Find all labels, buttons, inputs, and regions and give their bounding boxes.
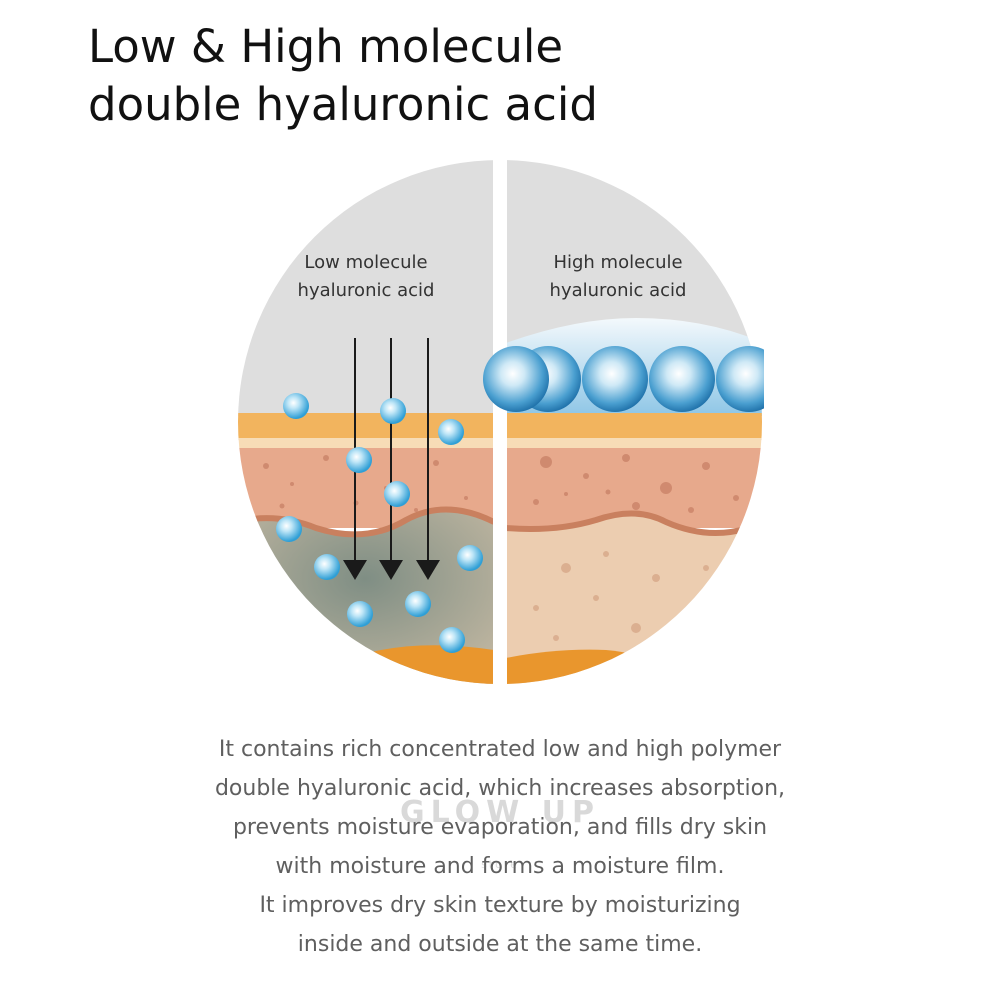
- description-line: with moisture and forms a moisture film.: [275, 854, 725, 879]
- skin-cross-section-diagram: Low molecule hyaluronic acid High molecu…: [236, 158, 782, 690]
- arrow-head: [416, 560, 440, 580]
- right-base-layer: [506, 649, 696, 684]
- low-molecule: [405, 591, 431, 617]
- right-epidermis-dots: [533, 454, 739, 513]
- left-epidermis-dots: [263, 455, 468, 512]
- description-line: inside and outside at the same time.: [297, 932, 703, 957]
- title-line-1: Low & High molecule: [88, 20, 564, 73]
- low-molecule: [380, 398, 406, 424]
- title-line-2: double hyaluronic acid: [88, 78, 598, 131]
- left-dermis-boundary: [238, 506, 496, 538]
- description-line: double hyaluronic acid, which increases …: [214, 776, 786, 801]
- high-molecule-row: [483, 346, 782, 412]
- low-molecule: [457, 545, 483, 571]
- left-label-line-1: Low molecule: [304, 252, 427, 273]
- right-label-line-1: High molecule: [553, 252, 682, 273]
- left-base-layer: [296, 645, 494, 684]
- description-line: prevents moisture evaporation, and fills…: [232, 815, 768, 840]
- low-molecules: [276, 393, 483, 653]
- right-dermis-boundary: [505, 510, 762, 536]
- arrow-head: [343, 560, 367, 580]
- right-stratum-corneum: [506, 413, 762, 440]
- low-molecule: [283, 393, 309, 419]
- arrow-head: [379, 560, 403, 580]
- low-molecule: [384, 481, 410, 507]
- watermark-sub: store: [481, 858, 519, 871]
- low-molecule: [439, 627, 465, 653]
- left-label-line-2: hyaluronic acid: [298, 280, 435, 301]
- watermark-brand: GLOW UP: [399, 795, 601, 830]
- description-paragraph: It contains rich concentrated low and hi…: [100, 730, 900, 964]
- page-title: Low & High molecule double hyaluronic ac…: [88, 18, 598, 134]
- description-line: It contains rich concentrated low and hi…: [218, 737, 782, 762]
- right-half-high-molecule: [505, 160, 762, 684]
- low-molecule: [438, 419, 464, 445]
- low-molecule: [314, 554, 340, 580]
- high-molecule: [582, 346, 648, 412]
- low-molecule: [346, 447, 372, 473]
- low-molecule: [276, 516, 302, 542]
- right-stratum-highlight: [506, 438, 762, 448]
- high-molecule: [649, 346, 715, 412]
- high-molecule: [483, 346, 549, 412]
- left-stratum-highlight: [238, 438, 494, 448]
- center-divider: [493, 158, 507, 686]
- low-molecule: [347, 601, 373, 627]
- right-label-line-2: hyaluronic acid: [550, 280, 687, 301]
- description-line: It improves dry skin texture by moisturi…: [259, 893, 741, 918]
